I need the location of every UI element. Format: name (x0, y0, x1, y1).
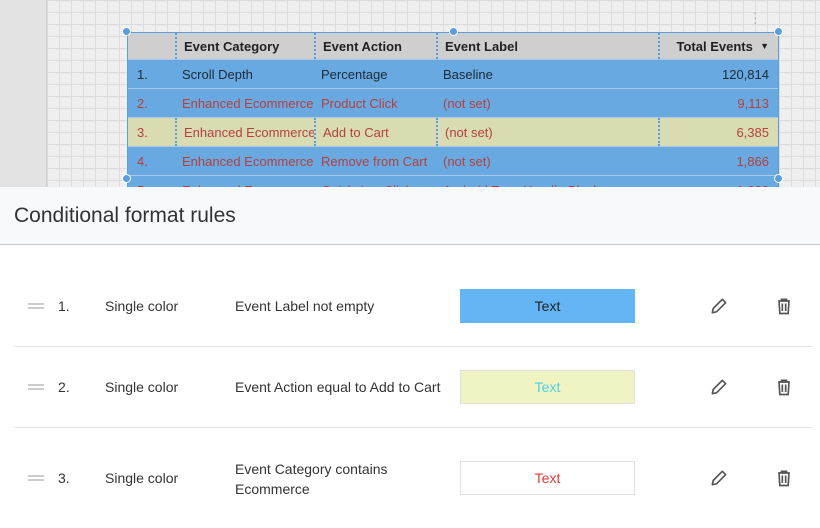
header-total-events-label: Total Events (676, 38, 753, 54)
cell-total-events: 1,220 (658, 176, 778, 188)
cell-event-category: Enhanced Ecommerce (182, 153, 314, 169)
cell-event-action: Add to Cart (314, 118, 436, 146)
trash-icon[interactable] (774, 468, 794, 491)
row-index: 1. (137, 66, 148, 82)
table-row[interactable]: 1. Scroll Depth Percentage Baseline 120,814 (128, 60, 778, 89)
header-event-label[interactable]: Event Label (436, 33, 658, 59)
rule-number: 3. (58, 470, 70, 486)
format-rule[interactable]: 3. Single color Event Category contains … (14, 428, 813, 528)
row-index: 3. (137, 124, 148, 140)
rule-number: 1. (58, 298, 70, 314)
cell-event-label: (not set) (443, 153, 491, 169)
resize-handle[interactable] (449, 27, 458, 36)
sort-desc-icon[interactable]: ▼ (760, 41, 769, 51)
cell-event-action: Remove from Cart (321, 153, 428, 169)
rule-condition: Event Label not empty (235, 298, 375, 314)
trash-icon[interactable] (774, 377, 794, 400)
more-options-icon[interactable]: ··· (753, 4, 758, 30)
cell-event-category: Enhanced Ecommerce (175, 118, 314, 146)
format-rule[interactable]: 1. Single color Event Label not empty Te… (14, 266, 813, 347)
cell-event-action: Quickview Click (314, 176, 436, 188)
table-row[interactable]: 2. Enhanced Ecommerce Product Click (not se… (128, 89, 778, 118)
cell-event-label: (not set) (436, 118, 658, 146)
cell-event-category: Enhanced Ecommerce (182, 95, 314, 111)
pencil-icon[interactable] (709, 468, 729, 491)
cell-event-label: Android Tone Hoodie Black (436, 176, 658, 188)
resize-handle[interactable] (774, 27, 783, 36)
resize-handle[interactable] (774, 174, 783, 183)
header-index (128, 33, 175, 59)
rule-style-preview[interactable]: Text (460, 461, 635, 495)
cell-event-action: Percentage (321, 66, 388, 82)
panel-title: Conditional format rules (0, 187, 820, 245)
header-event-category[interactable]: Event Category (175, 33, 314, 59)
cell-event-category: Enhanced Ecommerce (175, 176, 314, 188)
pencil-icon[interactable] (709, 377, 729, 400)
drag-handle-icon[interactable] (28, 475, 44, 481)
rule-condition: Event Action equal to Add to Cart (235, 379, 441, 395)
cell-event-category: Scroll Depth (182, 66, 253, 82)
conditional-format-panel: Conditional format rules 1. Single color… (0, 187, 820, 524)
resize-handle[interactable] (122, 174, 131, 183)
trash-icon[interactable] (774, 296, 794, 319)
data-table[interactable]: Event Category Event Action Event Label … (127, 32, 779, 187)
format-rule[interactable]: 2. Single color Event Action equal to Ad… (14, 347, 813, 428)
cell-event-action: Product Click (321, 95, 398, 111)
rule-type: Single color (105, 298, 179, 314)
cell-total-events: 9,113 (737, 95, 769, 111)
row-index: 4. (137, 153, 148, 169)
rule-style-preview[interactable]: Text (460, 370, 635, 404)
cell-event-label: (not set) (443, 95, 491, 111)
left-panel-strip (0, 0, 47, 187)
resize-handle[interactable] (122, 27, 131, 36)
header-event-action[interactable]: Event Action (314, 33, 436, 59)
row-index: 2. (137, 95, 148, 111)
rule-type: Single color (105, 470, 179, 486)
cell-event-label: Baseline (443, 66, 493, 82)
row-index: 5. (128, 176, 175, 188)
table-header: Event Category Event Action Event Label … (128, 33, 778, 60)
rule-number: 2. (58, 379, 70, 395)
table-row[interactable]: 5.Enhanced EcommerceQuickview ClickAndro… (128, 176, 778, 187)
table-row[interactable]: 4. Enhanced Ecommerce Remove from Cart (not… (128, 147, 778, 176)
cell-total-events: 1,866 (736, 153, 769, 169)
cell-total-events: 6,385 (658, 118, 778, 146)
pencil-icon[interactable] (709, 296, 729, 319)
drag-handle-icon[interactable] (28, 303, 44, 309)
rule-style-preview[interactable]: Text (460, 289, 635, 323)
rule-type: Single color (105, 379, 179, 395)
drag-handle-icon[interactable] (28, 384, 44, 390)
header-total-events[interactable]: Total Events ▼ (658, 33, 778, 59)
report-canvas[interactable]: ··· Event Category Event Action Event La… (47, 0, 820, 187)
cell-total-events: 120,814 (722, 66, 769, 82)
rule-condition: Event Category contains Ecommerce (235, 461, 388, 497)
